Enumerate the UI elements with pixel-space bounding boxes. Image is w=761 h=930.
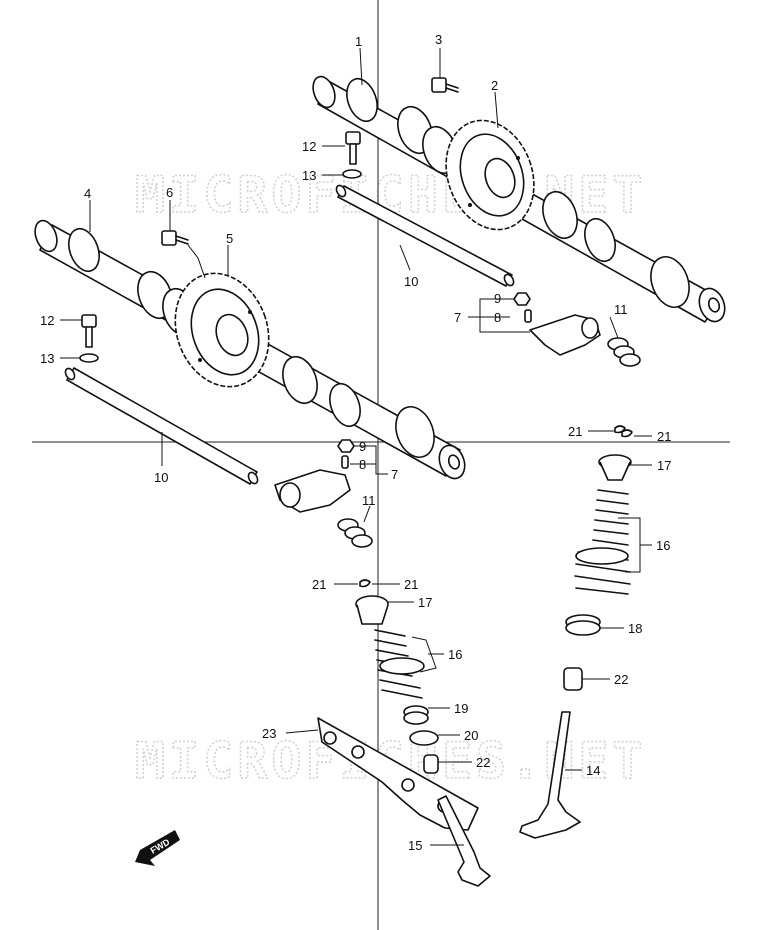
callout-21-center-b: 21	[404, 577, 418, 592]
spring-seat-center[interactable]	[403, 705, 429, 725]
callout-7-upper: 7	[454, 310, 461, 325]
washer-lower[interactable]	[79, 353, 99, 363]
callout-4: 4	[84, 186, 91, 201]
valve-center[interactable]	[437, 795, 491, 887]
callout-20: 20	[464, 728, 478, 743]
rocker-shaft-bolt-lower[interactable]	[81, 314, 97, 348]
callout-17-center: 17	[418, 595, 432, 610]
rocker-spring-upper[interactable]	[607, 337, 641, 367]
valve-springs-center[interactable]	[374, 629, 425, 699]
sprocket-bolt-upper[interactable]	[431, 77, 459, 93]
callout-11-upper: 11	[614, 302, 628, 317]
callout-12-upper: 12	[302, 139, 316, 154]
adjusting-nut-upper[interactable]	[513, 292, 531, 306]
cam-sprocket-lower[interactable]	[160, 260, 284, 400]
valve-springs-right[interactable]	[574, 489, 631, 595]
rocker-shaft-lower[interactable]	[64, 367, 260, 485]
callout-5: 5	[226, 231, 233, 246]
valve-stem-seal-right[interactable]	[563, 667, 583, 691]
rocker-shaft-upper[interactable]	[335, 184, 516, 287]
callout-22-center: 22	[476, 755, 490, 770]
callout-21-center-a: 21	[312, 577, 326, 592]
callout-6: 6	[166, 185, 173, 200]
callout-13-upper: 13	[302, 168, 316, 183]
adjusting-nut-lower[interactable]	[337, 439, 355, 453]
rocker-arm-upper[interactable]	[529, 314, 601, 356]
callout-2: 2	[491, 78, 498, 93]
callout-16-right: 16	[656, 538, 670, 553]
washer-20[interactable]	[409, 730, 439, 746]
callout-7-lower: 7	[391, 467, 398, 482]
callout-12-lower: 12	[40, 313, 54, 328]
callout-10-upper: 10	[404, 274, 418, 289]
callout-9-upper: 9	[494, 291, 501, 306]
cam-sprocket-upper[interactable]	[431, 108, 548, 242]
callout-8-upper: 8	[494, 310, 501, 325]
spring-seat-right[interactable]	[565, 614, 601, 636]
adjusting-screw-lower[interactable]	[341, 455, 349, 469]
callout-18: 18	[628, 621, 642, 636]
callout-14: 14	[586, 763, 600, 778]
callout-19: 19	[454, 701, 468, 716]
callout-9-lower: 9	[359, 439, 366, 454]
rocker-arm-lower[interactable]	[274, 469, 351, 513]
valve-stem-seal-center[interactable]	[423, 754, 439, 774]
callout-22-right: 22	[614, 672, 628, 687]
adjusting-screw-upper[interactable]	[524, 309, 532, 323]
rocker-shaft-bolt-upper[interactable]	[345, 131, 361, 165]
leader-lines	[60, 47, 652, 846]
callout-17-right: 17	[657, 458, 671, 473]
callout-1: 1	[355, 34, 362, 49]
valve-right[interactable]	[519, 711, 581, 839]
callout-13-lower: 13	[40, 351, 54, 366]
forward-marker: FWD	[135, 830, 180, 866]
callout-10-lower: 10	[154, 470, 168, 485]
washer-upper[interactable]	[342, 169, 362, 179]
valve-cotter-center[interactable]	[359, 579, 371, 588]
callout-21-right-b: 21	[657, 429, 671, 444]
rocker-spring-lower[interactable]	[337, 518, 373, 548]
sprocket-bolt-lower[interactable]	[161, 230, 189, 246]
callout-8-lower: 8	[359, 457, 366, 472]
callout-15: 15	[408, 838, 422, 853]
valve-cotter-right[interactable]	[614, 425, 633, 438]
spring-retainer-center[interactable]	[355, 595, 389, 625]
spring-retainer-right[interactable]	[598, 454, 632, 481]
callout-21-right-a: 21	[568, 424, 582, 439]
callout-11-lower: 11	[362, 493, 376, 508]
callout-23: 23	[262, 726, 276, 741]
callouts: 1 2 3 4 5 6 12 13 12 13 10 10 9 8 7 11 9…	[40, 32, 671, 853]
callout-3: 3	[435, 32, 442, 47]
callout-16-center: 16	[448, 647, 462, 662]
